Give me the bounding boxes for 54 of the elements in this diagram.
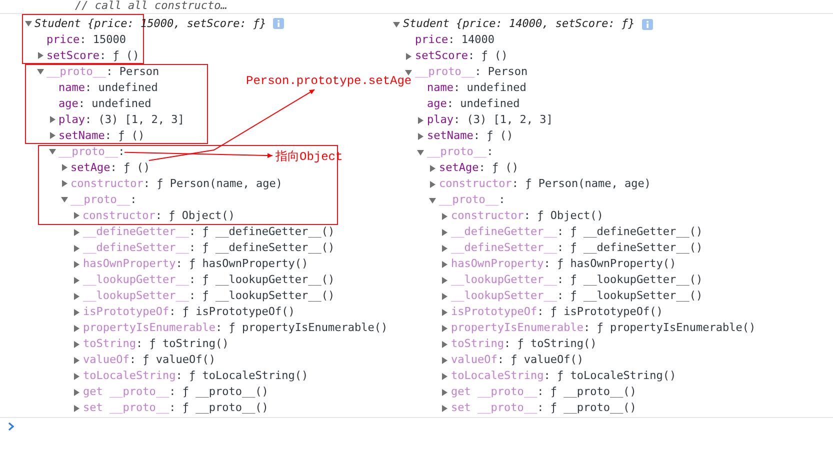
property-text: setName: ƒ () — [58, 128, 145, 142]
property-text: valueOf: ƒ valueOf() — [83, 353, 216, 367]
property-text: __defineSetter__: ƒ __defineSetter__() — [83, 241, 335, 255]
property-text: play: (3) [1, 2, 3] — [58, 112, 184, 126]
object-summary-text: Student {price: 14000, setScore: ƒ} — [403, 17, 635, 31]
arrow — [124, 152, 273, 158]
property-text: hasOwnProperty: ƒ hasOwnProperty() — [83, 257, 308, 271]
property-text: __defineGetter__: ƒ __defineGetter__() — [451, 225, 703, 239]
annotation-text: Person.prototype.setAge — [246, 74, 412, 88]
arrow — [148, 89, 316, 161]
property-text: toLocaleString: ƒ toLocaleString() — [83, 369, 308, 383]
property-text: get __proto__: ƒ __proto__() — [83, 385, 268, 399]
property-text: propertyIsEnumerable: ƒ propertyIsEnumerable() — [83, 321, 388, 335]
property-text: price: 14000 — [415, 33, 494, 47]
property-text: setScore: ƒ () — [46, 48, 140, 62]
property-text: name: undefined — [427, 81, 526, 95]
highlight-frame — [25, 64, 208, 144]
property-text: isPrototypeOf: ƒ isPrototypeOf() — [83, 305, 295, 319]
property-text: setAge: ƒ () — [70, 160, 150, 174]
property-text: __lookupSetter__: ƒ __lookupSetter__() — [83, 289, 335, 303]
property-text: setScore: ƒ () — [415, 49, 508, 63]
property-text: constructor: ƒ Person(name, age) — [70, 176, 282, 190]
property-text: set __proto__: ƒ __proto__() — [451, 401, 636, 415]
property-text: constructor: ƒ Object() — [82, 208, 235, 222]
property-text: play: (3) [1, 2, 3] — [427, 113, 553, 127]
property-text: __proto__: — [439, 193, 506, 207]
property-text: isPrototypeOf: ƒ isPrototypeOf() — [451, 305, 663, 319]
property-text: valueOf: ƒ valueOf() — [451, 353, 584, 367]
property-text: __lookupSetter__: ƒ __lookupSetter__() — [451, 289, 703, 303]
property-text: setName: ƒ () — [427, 129, 514, 143]
property-text: __lookupGetter__: ƒ __lookupGetter__() — [83, 273, 335, 287]
property-text: toLocaleString: ƒ toLocaleString() — [451, 369, 676, 383]
property-text: __proto__: Person — [46, 64, 160, 78]
property-text: set __proto__: ƒ __proto__() — [83, 401, 268, 415]
property-text: __proto__: Person — [415, 65, 528, 79]
property-text: get __proto__: ƒ __proto__() — [451, 385, 636, 399]
property-text: hasOwnProperty: ƒ hasOwnProperty() — [451, 257, 676, 271]
property-text: __proto__: — [70, 192, 137, 206]
property-text: __lookupGetter__: ƒ __lookupGetter__() — [451, 273, 703, 287]
property-text: constructor: ƒ Object() — [451, 209, 604, 223]
code-comment-text: // call all constructo… — [75, 0, 228, 13]
property-text: age: undefined — [58, 96, 152, 110]
property-text: age: undefined — [427, 97, 520, 111]
property-text: toString: ƒ toString() — [83, 337, 229, 351]
property-text: price: 15000 — [46, 32, 126, 46]
property-text: propertyIsEnumerable: ƒ propertyIsEnumerable() — [451, 321, 756, 335]
property-text: __proto__: — [58, 144, 125, 158]
property-text: constructor: ƒ Person(name, age) — [439, 177, 651, 191]
property-text: name: undefined — [58, 80, 158, 94]
property-text: __defineGetter__: ƒ __defineGetter__() — [83, 225, 335, 239]
property-text: setAge: ƒ () — [439, 161, 518, 175]
property-text: __defineSetter__: ƒ __defineSetter__() — [451, 241, 703, 255]
property-text: toString: ƒ toString() — [451, 337, 597, 351]
property-text: __proto__: — [427, 145, 494, 159]
